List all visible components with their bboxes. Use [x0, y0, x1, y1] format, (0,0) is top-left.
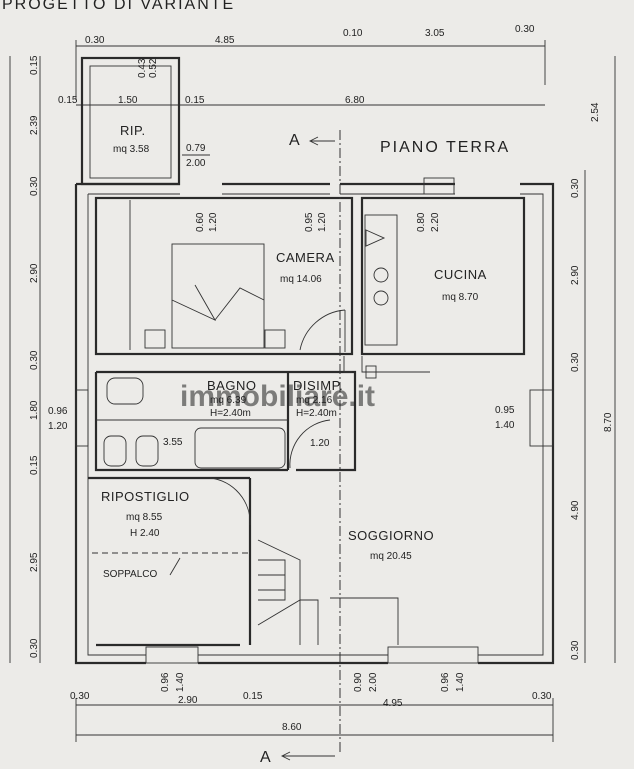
- dim-bot-win2-a: 0.96: [440, 672, 451, 692]
- bagno-name: BAGNO: [207, 378, 256, 393]
- bottom-dimension-line: 0.30 2.90 0.15 4.95 0.30 8.60: [70, 691, 554, 742]
- dim-cuc-win-2: 2.20: [430, 212, 441, 232]
- section-marker-top: A: [289, 132, 302, 149]
- dim-bagno-win-1: 0.96: [48, 406, 68, 417]
- dim-bot-2: 2.90: [178, 695, 198, 706]
- dim-disimp-w: 1.20: [310, 438, 330, 449]
- dim-top-3: 0.10: [343, 28, 363, 39]
- dim-bot-win1-a: 0.96: [160, 672, 171, 692]
- dim-left-7: 0.15: [29, 455, 40, 475]
- rip-area: mq 3.58: [113, 144, 150, 155]
- dim-cam-win-2: 1.20: [208, 212, 219, 232]
- dim-right-2: 0.30: [570, 178, 581, 198]
- cucina-area: mq 8.70: [442, 292, 479, 303]
- dim-right-1: 2.54: [590, 102, 601, 122]
- dim-right-6: 0.30: [570, 640, 581, 660]
- dim-left-8: 2.95: [29, 552, 40, 572]
- plan-title: PROGETTO DI VARIANTE: [2, 0, 235, 13]
- left-dimension-line: 0.15 2.39 0.30 2.90 0.30 1.80 0.15 2.95 …: [9, 55, 41, 663]
- bagno-room: BAGNO mq 6.39 H=2.40m 3.55 0.96 1.20: [48, 377, 288, 469]
- dim-right-3: 2.90: [570, 265, 581, 285]
- dim-bot-1: 0.30: [70, 691, 90, 702]
- dim-cam-win-4: 1.20: [317, 212, 328, 232]
- dim-rip-win-2: 0.52: [148, 58, 159, 78]
- bottom-opening-dims: 0.96 1.40 0.90 2.00 0.96 1.40: [160, 672, 466, 692]
- dim-rip-1: 0.15: [58, 95, 78, 106]
- rip-room: 0.43 0.52 RIP. mq 3.58 0.79 2.00: [80, 56, 210, 186]
- dim-rip-win-1: 0.43: [137, 58, 148, 78]
- dim-rip-door-2: 2.00: [186, 158, 206, 169]
- dim-left-1: 0.15: [29, 55, 40, 75]
- dim-bot-win1-b: 1.40: [175, 672, 186, 692]
- soppalco-label: SOPPALCO: [103, 569, 157, 580]
- bagno-area: mq 6.39: [210, 395, 247, 406]
- dim-top-1: 0.30: [85, 35, 105, 46]
- dim-rip-door-1: 0.79: [186, 143, 206, 154]
- dim-rip-4: 6.80: [345, 95, 365, 106]
- cucina-name: CUCINA: [434, 267, 487, 282]
- dim-bot-4: 4.95: [383, 698, 403, 709]
- dim-bot-door-1: 0.90: [353, 672, 364, 692]
- rip-dimension-line: 0.15 1.50 0.15 6.80: [58, 95, 545, 106]
- ripostiglio-height: H 2.40: [130, 528, 160, 539]
- section-marker-bottom: A: [260, 749, 273, 766]
- dim-left-3: 0.30: [29, 176, 40, 196]
- disimp-room: DISIMP. mq 2.16 H=2.40m 1.20: [289, 378, 343, 469]
- dim-right-5: 4.90: [570, 500, 581, 520]
- dim-cam-win-3: 0.95: [304, 212, 315, 232]
- dim-top-4: 3.05: [425, 28, 445, 39]
- cucina-room: CUCINA mq 8.70 0.80 2.20: [364, 212, 487, 379]
- soggiorno-name: SOGGIORNO: [348, 528, 434, 543]
- dim-bot-3: 0.15: [243, 691, 263, 702]
- disimp-name: DISIMP.: [293, 378, 343, 393]
- rip-name: RIP.: [120, 123, 146, 138]
- bagno-height: H=2.40m: [210, 408, 251, 419]
- dim-bagno-win-2: 1.20: [48, 421, 68, 432]
- dim-sogg-win-2: 1.40: [495, 420, 515, 431]
- dim-bot-door-2: 2.00: [368, 672, 379, 692]
- dim-right-total: 8.70: [603, 412, 614, 432]
- dim-rip-2: 1.50: [118, 95, 138, 106]
- dim-left-4: 2.90: [29, 263, 40, 283]
- camera-room: CAMERA mq 14.06 0.60 1.20 0.95 1.20: [129, 200, 346, 352]
- interior-walls: [88, 196, 526, 647]
- camera-area: mq 14.06: [280, 274, 322, 285]
- soggiorno-area: mq 20.45: [370, 551, 412, 562]
- dim-bot-total: 8.60: [282, 722, 302, 733]
- dim-sogg-win-1: 0.95: [495, 405, 515, 416]
- dim-bagno-len: 3.55: [163, 437, 183, 448]
- dim-left-9: 0.30: [29, 638, 40, 658]
- dim-cuc-win-1: 0.80: [416, 212, 427, 232]
- watermark: immobiliare.it: [180, 380, 375, 413]
- right-dimension-line: 2.54 0.30 2.90 0.30 4.90 0.30 8.70: [570, 56, 616, 663]
- soggiorno-room: SOGGIORNO mq 20.45 0.95 1.40: [257, 405, 515, 645]
- dim-cam-win-1: 0.60: [195, 212, 206, 232]
- section-line: A A: [260, 130, 341, 766]
- ripostiglio-area: mq 8.55: [126, 512, 163, 523]
- disimp-height: H=2.40m: [296, 408, 337, 419]
- dim-rip-3: 0.15: [185, 95, 205, 106]
- ripostiglio-room: RIPOSTIGLIO mq 8.55 H 2.40 SOPPALCO: [92, 477, 251, 580]
- dim-top-2: 4.85: [215, 35, 235, 46]
- dim-right-4: 0.30: [570, 352, 581, 372]
- dim-top-5: 0.30: [515, 24, 535, 35]
- disimp-area: mq 2.16: [296, 395, 333, 406]
- dim-bot-5: 0.30: [532, 691, 552, 702]
- outer-walls: [74, 177, 555, 665]
- dim-bot-win2-b: 1.40: [455, 672, 466, 692]
- dim-left-5: 0.30: [29, 350, 40, 370]
- dim-left-2: 2.39: [29, 115, 40, 135]
- camera-name: CAMERA: [276, 250, 335, 265]
- ripostiglio-name: RIPOSTIGLIO: [101, 489, 190, 504]
- top-dimension-line: 0.30 4.85 0.10 3.05 0.30: [75, 24, 546, 100]
- dim-left-6: 1.80: [29, 400, 40, 420]
- floor-label: PIANO TERRA: [380, 139, 510, 156]
